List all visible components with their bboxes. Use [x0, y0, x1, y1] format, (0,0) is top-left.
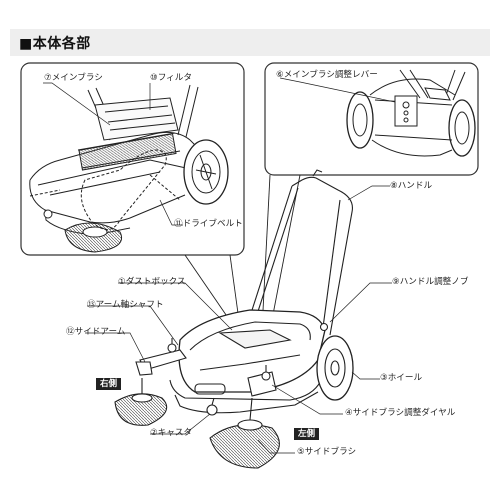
label-dust-box: ①ダストボックス [118, 277, 186, 287]
label-brush-lever: ⑥メインブラシ調整レバー [276, 70, 378, 80]
label-caster: ②キャスタ [150, 428, 193, 438]
label-wheel: ③ホイール [380, 373, 423, 383]
right-inset-drawing [346, 69, 476, 157]
main-sweeper [114, 169, 354, 469]
label-handle: ⑧ハンドル [390, 181, 433, 191]
section-title: ■本体各部 [19, 36, 91, 52]
main-leaders [85, 185, 392, 454]
label-side-brush-dial: ④サイドブラシ調整ダイヤル [345, 408, 456, 418]
left-inset-leaders [43, 82, 183, 226]
label-main-brush: ⑦メインブラシ [44, 73, 103, 83]
tag-right-side: 右側 [96, 378, 122, 390]
right-inset-leaders [279, 77, 396, 103]
label-side-arm: ⑫サイドアーム [66, 327, 126, 337]
label-side-brush: ⑤サイドブラシ [297, 447, 357, 457]
label-filter: ⑩フィルタ [150, 73, 192, 83]
label-drive-belt: ⑪ドライブベルト [174, 219, 243, 229]
section-header: ■本体各部 [10, 29, 490, 56]
tag-left-side: 左側 [294, 428, 320, 440]
left-inset-drawing [29, 84, 229, 253]
label-handle-knob: ⑨ハンドル調整ノブ [392, 277, 469, 287]
label-arm-shaft: ⑬アーム軸シャフト [87, 300, 164, 310]
